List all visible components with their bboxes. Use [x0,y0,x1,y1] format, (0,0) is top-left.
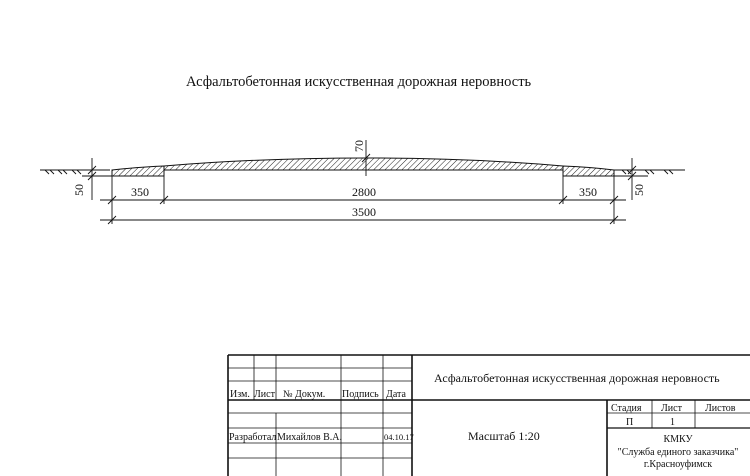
dim-middle: 2800 [352,185,376,199]
title-block [227,354,750,476]
tb-object-title: Асфальтобетонная искусственная дорожная … [434,371,720,385]
tb-org-name: КМКУ [663,434,693,445]
tb-scale: Масштаб 1:20 [468,429,540,443]
tb-role: Разработал [229,432,276,443]
tb-stage-label: Стадия [611,403,642,414]
dim-height-top: 70 [352,140,366,152]
right-ramp-section [562,165,615,177]
tb-sheets-label: Листов [705,403,736,414]
tb-header-doc-no: № Докум. [283,389,325,400]
dim-total: 3500 [352,205,376,219]
tb-org-full: "Служба единого заказчика" [618,447,739,458]
dim-height-left: 50 [72,184,86,196]
tb-sheet-value: 1 [670,417,675,428]
tb-sheet-label: Лист [661,403,683,414]
tb-header-signature: Подпись [342,389,379,400]
left-ramp-section [111,165,165,177]
drawing-title: Асфальтобетонная искусственная дорожная … [186,74,532,90]
dim-height-right: 50 [632,184,646,196]
dim-ramp-right: 350 [579,185,597,199]
bump-profile [111,157,615,177]
central-section [163,157,564,171]
tb-header-list: Лист [254,389,276,400]
tb-org-city: г.Красноуфимск [644,459,712,470]
tb-stage-value: П [626,417,633,428]
tb-header-izm: Изм. [230,389,250,400]
tb-header-date: Дата [386,389,406,400]
tb-dev-date: 04.10.17 [384,432,414,442]
dimension-lines [82,140,648,225]
ground-line [40,169,685,175]
tb-developer: Михайлов В.А. [277,432,342,443]
dim-ramp-left: 350 [131,185,149,199]
